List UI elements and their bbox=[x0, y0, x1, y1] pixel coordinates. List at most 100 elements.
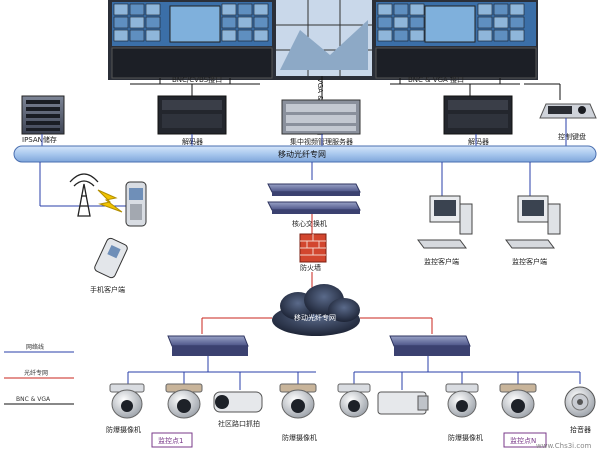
legend-label-bnc: BNC & VGA bbox=[16, 396, 51, 403]
monitor-client-pc-1 bbox=[417, 195, 473, 249]
dome-camera-6 bbox=[499, 383, 537, 419]
wall-mini-screen bbox=[129, 3, 145, 16]
wall-mini-screen bbox=[493, 29, 509, 42]
label-bnc-vga-right: BNC & VGA 接口 bbox=[408, 75, 464, 84]
label-site-1: 监控点1 bbox=[158, 436, 183, 445]
site-1-box bbox=[151, 432, 193, 448]
wall-mini-screen bbox=[377, 3, 393, 16]
wall-mini-screen bbox=[253, 16, 269, 29]
mobile-fiber-bus bbox=[13, 145, 597, 163]
label-monitor-client-1: 监控客户端 bbox=[424, 257, 459, 266]
label-explosion-camera-2: 防爆摄像机 bbox=[282, 433, 317, 442]
label-bnc-cvbs: BNC/CVBS接口 bbox=[172, 75, 222, 84]
wall-connectors bbox=[130, 76, 561, 100]
watermark: www.Chs3i.com bbox=[536, 442, 591, 450]
label-mobile-client: 手机客户端 bbox=[90, 285, 125, 294]
wall-mini-screen bbox=[253, 29, 269, 42]
label-firewall: 防火墙 bbox=[300, 263, 321, 272]
legend-label-network: 网络线 bbox=[26, 343, 44, 351]
edge-switch-left bbox=[167, 335, 249, 356]
wall-mini-screen bbox=[221, 3, 237, 16]
wall-mini-screen bbox=[237, 29, 253, 42]
wall-mini-screen bbox=[129, 29, 145, 42]
label-decoder-right: 解码器 bbox=[468, 137, 489, 146]
wall-mini-screen bbox=[509, 16, 525, 29]
label-explosion-camera-1: 防爆摄像机 bbox=[106, 425, 141, 434]
wall-mini-screen bbox=[145, 16, 161, 29]
legend: 网络线 光纤专网 BNC & VGA bbox=[4, 343, 74, 405]
wall-mini-screen bbox=[393, 29, 409, 42]
radio-tower-icon bbox=[69, 173, 99, 217]
label-site-n: 监控点N bbox=[510, 436, 536, 445]
control-keyboard-device bbox=[539, 103, 597, 119]
firewall-icon bbox=[299, 233, 327, 263]
bullet-camera-1 bbox=[213, 391, 263, 413]
site-n-box bbox=[503, 432, 547, 448]
core-switch-device bbox=[267, 183, 361, 214]
wall-mini-screen bbox=[221, 16, 237, 29]
wall-mini-screen bbox=[237, 3, 253, 16]
ipsan-storage-device bbox=[21, 95, 65, 135]
label-monitor-client-2: 监控客户端 bbox=[512, 257, 547, 266]
flip-phone-icon bbox=[94, 237, 128, 279]
cloud-network-icon bbox=[272, 284, 360, 336]
wall-mini-screen bbox=[113, 16, 129, 29]
video-wall-cabinets bbox=[111, 47, 537, 79]
pickup-microphone-icon bbox=[564, 386, 596, 418]
wall-mini-screen bbox=[409, 16, 425, 29]
wall-mini-screen bbox=[129, 16, 145, 29]
wall-mini-screen bbox=[377, 16, 393, 29]
signal-bolt-icon bbox=[97, 189, 123, 213]
dome-camera-4 bbox=[337, 383, 371, 418]
wall-mini-screen bbox=[237, 16, 253, 29]
wall-mini-screen bbox=[113, 3, 129, 16]
decoder-right-device bbox=[443, 95, 513, 135]
wall-mini-screen bbox=[509, 29, 525, 42]
edge-switch-right bbox=[389, 335, 471, 356]
wall-mini-screen bbox=[409, 29, 425, 42]
wall-mini-screen bbox=[377, 29, 393, 42]
wall-mini-screen bbox=[393, 3, 409, 16]
label-bus: 移动光纤专网 bbox=[278, 149, 326, 159]
wall-mini-screen bbox=[145, 29, 161, 42]
camera-bus-right bbox=[353, 356, 581, 390]
wall-mini-screen bbox=[477, 16, 493, 29]
video-wall bbox=[108, 0, 538, 80]
wall-mini-screen bbox=[145, 3, 161, 16]
wall-mini-screen bbox=[477, 29, 493, 42]
wall-mini-screen bbox=[393, 16, 409, 29]
wall-mini-screens bbox=[113, 3, 525, 42]
label-ipsan: IPSAN储存 bbox=[22, 135, 57, 144]
dome-camera-2 bbox=[165, 383, 203, 419]
wall-mini-screen bbox=[477, 3, 493, 16]
label-core-switch: 核心交换机 bbox=[292, 219, 327, 228]
pc-links bbox=[441, 162, 531, 196]
dome-camera-5 bbox=[445, 383, 479, 418]
dome-camera-3 bbox=[279, 383, 317, 419]
device-bus-links bbox=[41, 118, 567, 146]
wall-mini-screen bbox=[409, 3, 425, 16]
label-explosion-camera-3: 防爆摄像机 bbox=[448, 433, 483, 442]
label-pickup: 拾音器 bbox=[570, 425, 591, 434]
mobile-phone-icon bbox=[125, 181, 147, 227]
camera-bus-left bbox=[127, 356, 316, 390]
box-camera-1 bbox=[377, 391, 429, 415]
label-cloud: 移动光纤专网 bbox=[294, 313, 336, 322]
mobile-links bbox=[39, 162, 127, 207]
video-wall-center-screens bbox=[276, 0, 372, 76]
label-control-keyboard: 控制键盘 bbox=[558, 132, 586, 141]
label-community-capture: 社区路口抓拍 bbox=[218, 419, 260, 428]
monitor-client-pc-2 bbox=[505, 195, 561, 249]
wall-mini-screen bbox=[493, 16, 509, 29]
wall-mini-screen bbox=[221, 29, 237, 42]
dome-camera-1 bbox=[109, 383, 145, 419]
decoder-left-device bbox=[157, 95, 227, 135]
wall-mini-screen bbox=[509, 3, 525, 16]
cloud-edge-links bbox=[201, 317, 433, 334]
wall-mini-screen bbox=[493, 3, 509, 16]
central-server-device bbox=[281, 99, 361, 135]
wall-mini-screen bbox=[113, 29, 129, 42]
wall-mini-screen bbox=[253, 3, 269, 16]
legend-label-fiber: 光纤专网 bbox=[24, 369, 48, 377]
